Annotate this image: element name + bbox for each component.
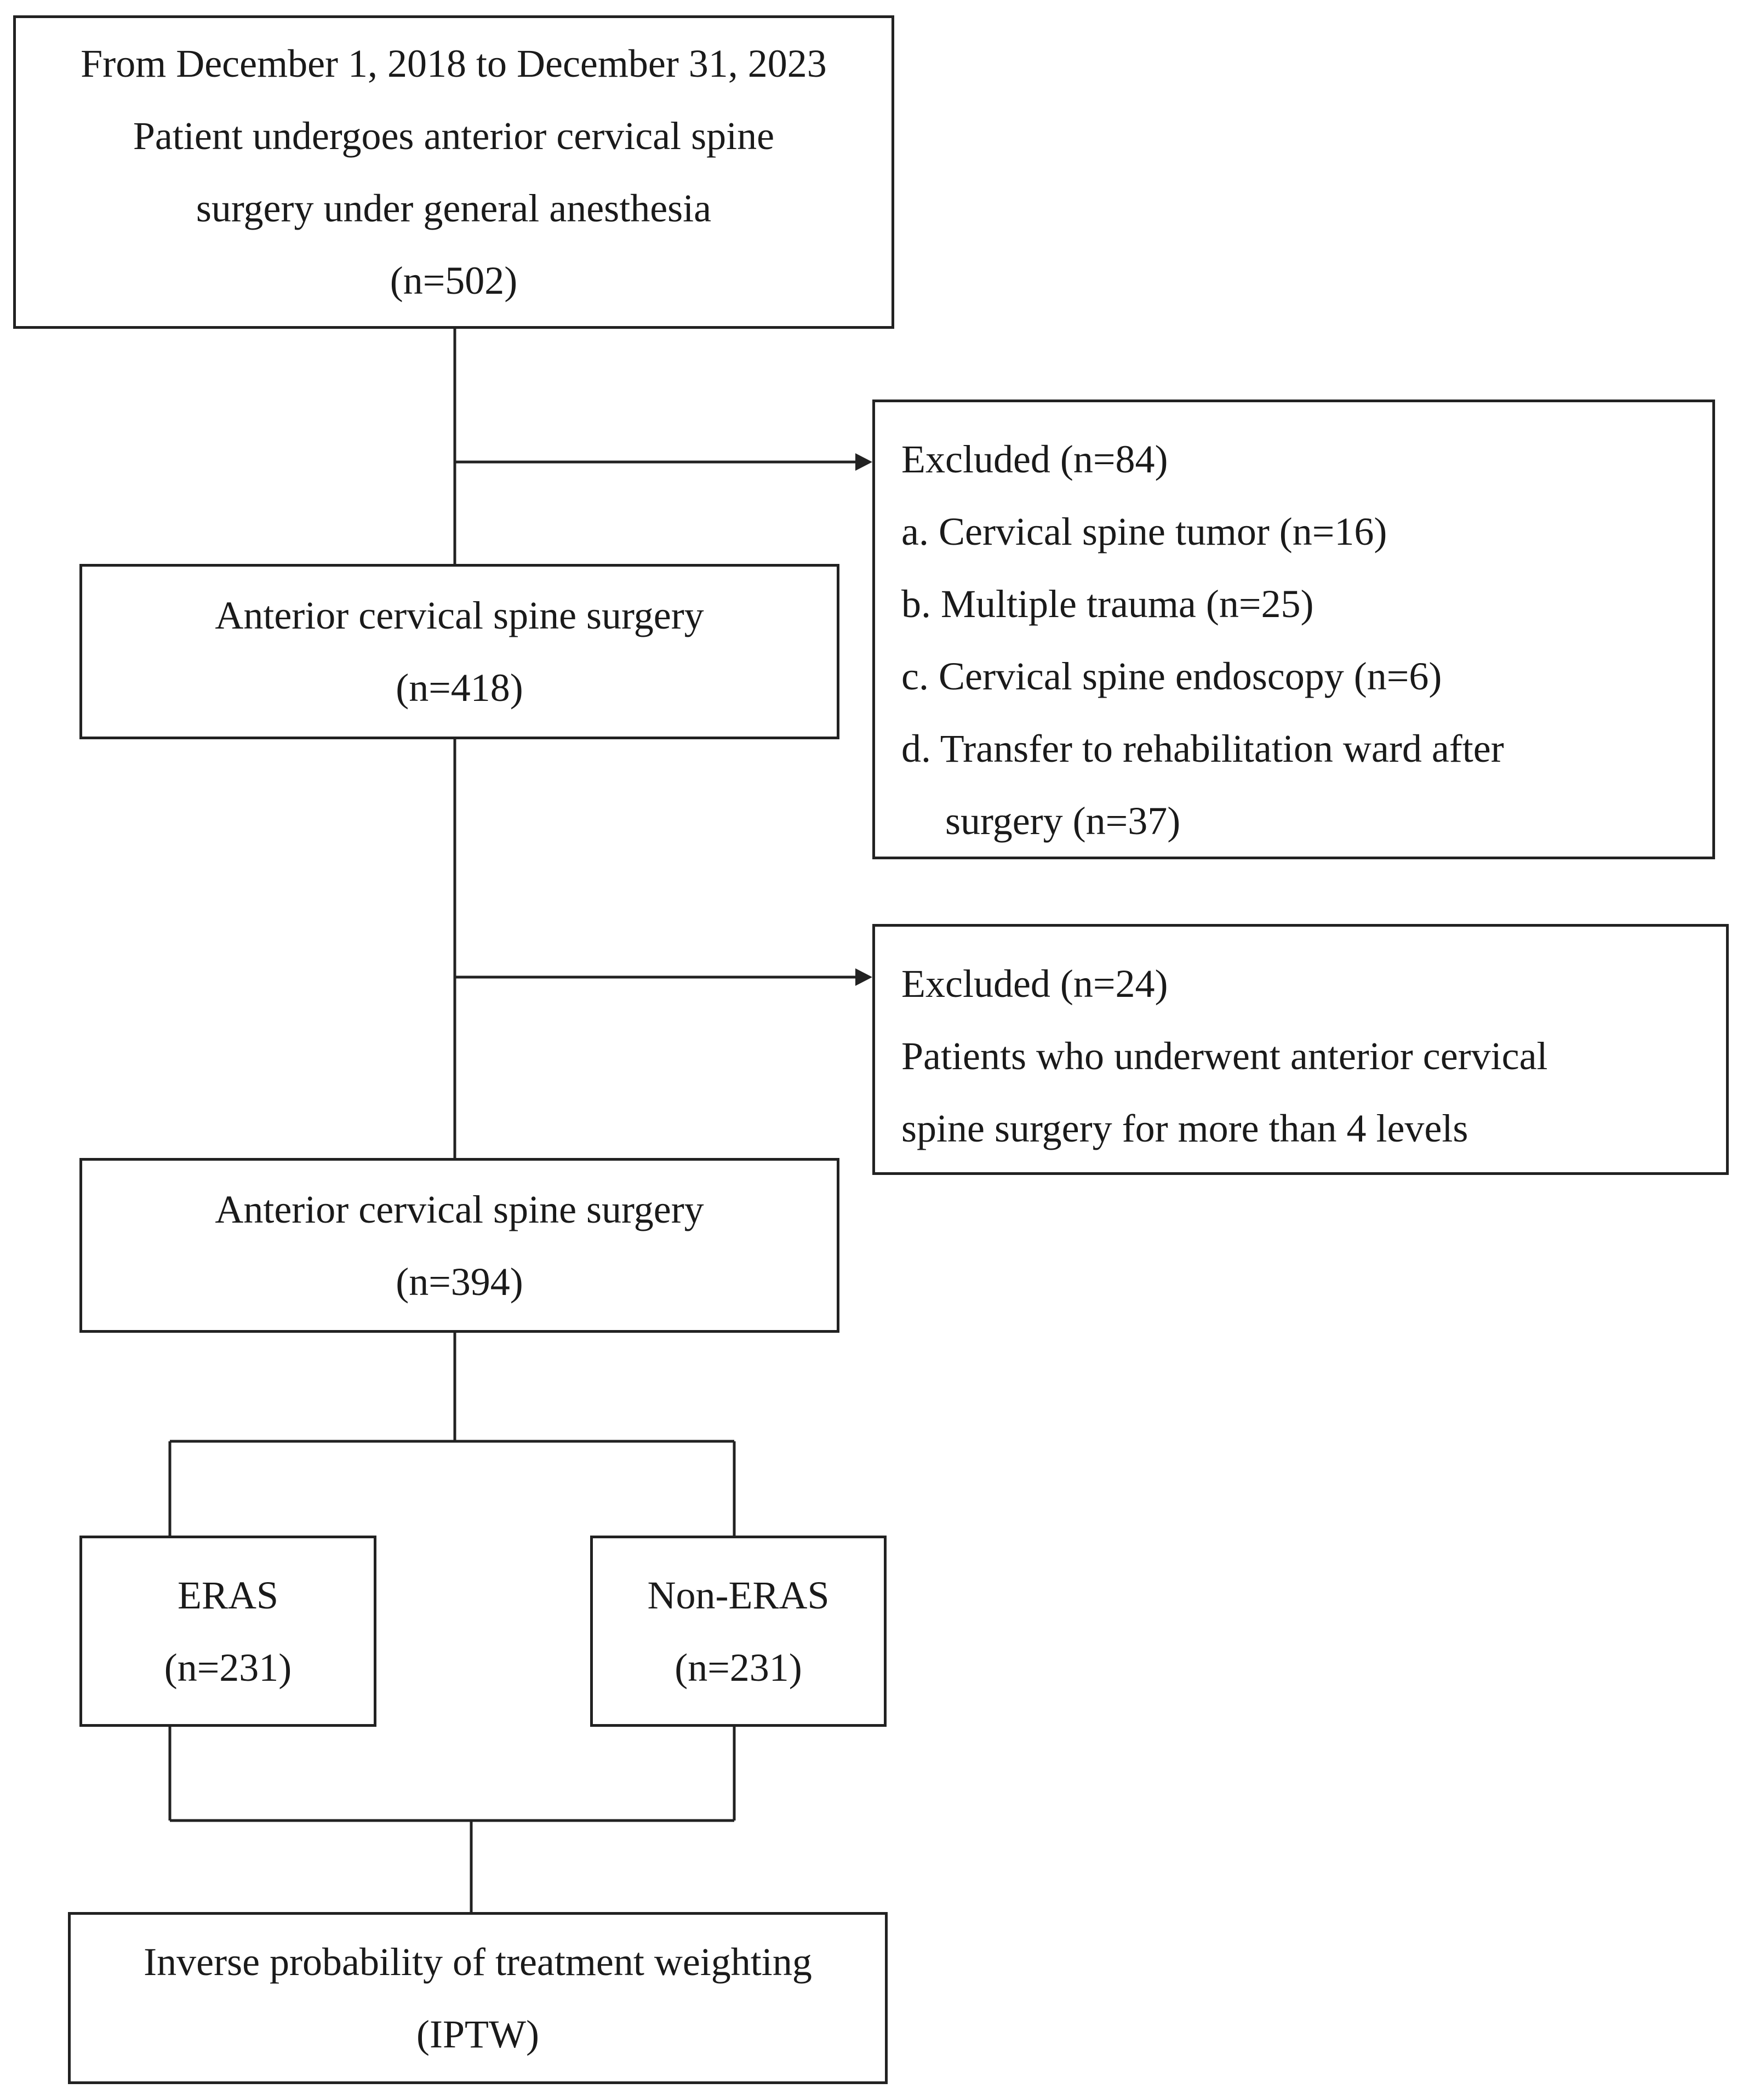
exclusion-1-item-b: b. Multiple trauma (n=25): [901, 582, 1314, 626]
exclusion-box-2: Excluded (n=24) Patients who underwent a…: [872, 924, 1729, 1175]
step-3-box: Anterior cervical spine surgery (n=394): [79, 1158, 839, 1333]
eras-label: ERAS: [177, 1573, 279, 1617]
start-description-line-1: Patient undergoes anterior cervical spin…: [133, 114, 775, 158]
eras-group-box: ERAS (n=231): [79, 1536, 376, 1727]
start-date-range: From December 1, 2018 to December 31, 20…: [81, 42, 827, 85]
start-count: (n=502): [390, 259, 518, 303]
exclusion-2-reason-line-2: spine surgery for more than 4 levels: [901, 1106, 1468, 1150]
non-eras-label: Non-ERAS: [647, 1573, 830, 1617]
iptw-label: Inverse probability of treatment weighti…: [144, 1940, 812, 1984]
start-box: From December 1, 2018 to December 31, 20…: [13, 15, 894, 329]
exclusion-1-title: Excluded (n=84): [901, 437, 1168, 481]
iptw-box: Inverse probability of treatment weighti…: [68, 1912, 888, 2084]
iptw-abbreviation: (IPTW): [416, 2012, 539, 2056]
exclusion-1-item-c: c. Cervical spine endoscopy (n=6): [901, 654, 1442, 698]
exclusion-2-title: Excluded (n=24): [901, 962, 1168, 1006]
arrowhead-exclusion-1: [855, 453, 872, 471]
step-3-count: (n=394): [396, 1259, 523, 1304]
exclusion-1-item-d-continuation: surgery (n=37): [945, 799, 1181, 843]
eras-count: (n=231): [164, 1645, 292, 1690]
non-eras-count: (n=231): [675, 1645, 802, 1690]
step-2-count: (n=418): [396, 666, 523, 710]
exclusion-1-item-d: d. Transfer to rehabilitation ward after: [901, 727, 1504, 771]
step-3-label: Anterior cervical spine surgery: [215, 1187, 704, 1231]
exclusion-1-item-a: a. Cervical spine tumor (n=16): [901, 510, 1387, 553]
step-2-box: Anterior cervical spine surgery (n=418): [79, 564, 839, 739]
step-2-label: Anterior cervical spine surgery: [215, 594, 704, 637]
non-eras-group-box: Non-ERAS (n=231): [590, 1536, 887, 1727]
arrowhead-exclusion-2: [855, 968, 872, 986]
exclusion-2-reason-line-1: Patients who underwent anterior cervical: [901, 1034, 1548, 1078]
exclusion-box-1: Excluded (n=84) a. Cervical spine tumor …: [872, 400, 1715, 859]
start-description-line-2: surgery under general anesthesia: [196, 186, 712, 230]
